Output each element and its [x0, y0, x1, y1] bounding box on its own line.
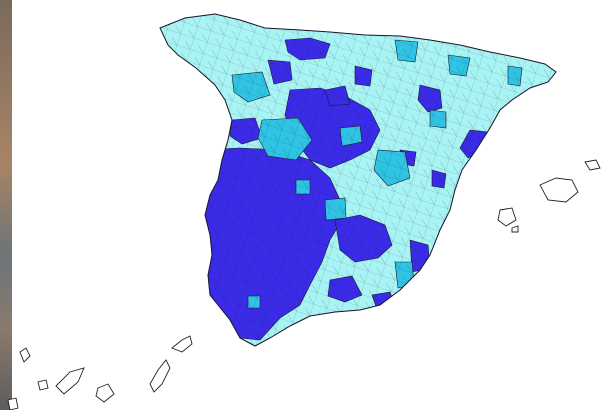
balearic-islands — [497, 159, 601, 233]
spain-mainland — [159, 13, 557, 347]
mainland-outline — [159, 13, 557, 347]
canary-islands — [7, 335, 193, 410]
photo-edge-strip — [0, 0, 12, 410]
